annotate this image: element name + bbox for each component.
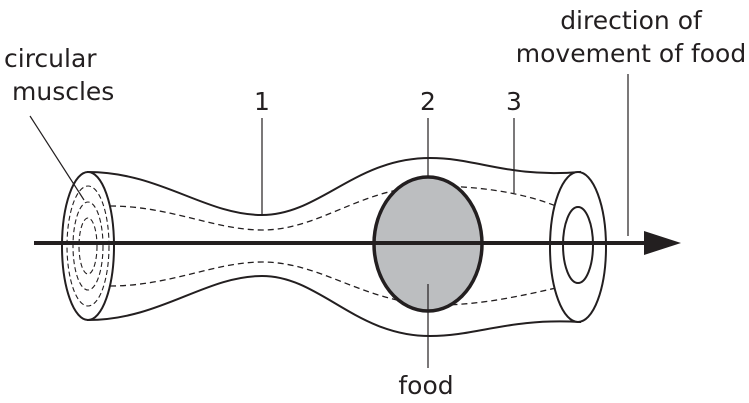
label-circular-muscles-2: muscles	[12, 77, 114, 106]
label-number-3: 3	[506, 87, 522, 116]
label-number-2: 2	[420, 87, 436, 116]
direction-arrow-head	[644, 231, 681, 255]
tube-body	[87, 156, 581, 338]
left-end-ring-3	[78, 217, 98, 275]
left-end-ring-2	[72, 201, 104, 291]
label-circular-muscles-1: circular	[4, 44, 97, 73]
label-number-1: 1	[254, 87, 270, 116]
label-food: food	[398, 371, 453, 400]
label-direction-1: direction of	[560, 6, 703, 35]
lumen-top-dashed	[109, 185, 557, 231]
left-end-ring-1	[66, 185, 110, 307]
lumen-bottom-dashed	[109, 261, 557, 306]
leader-circular-muscles	[29, 115, 85, 201]
left-end-outer	[61, 171, 115, 321]
label-direction-2: movement of food	[516, 39, 746, 68]
